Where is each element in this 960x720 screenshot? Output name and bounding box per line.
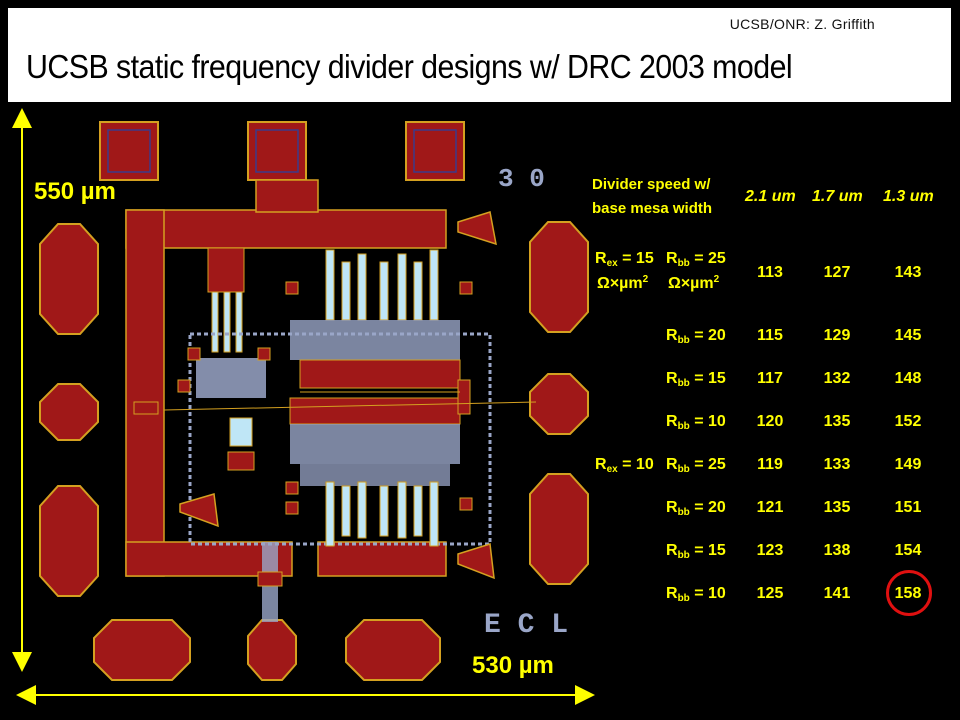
speed-value: 133 [823,456,851,473]
title-bar: UCSB/ONR: Z. Griffith UCSB static freque… [8,8,951,102]
speed-value: 143 [894,264,922,281]
column-header: 1.3 um [883,188,934,205]
speed-value: 135 [823,499,851,516]
rf-probe-structures [179,211,497,580]
rex-unit: Ω×µm2 [597,274,649,292]
highlight-circle [886,570,932,616]
rex-label-10: Rex = 10 [595,456,654,475]
speed-value: 151 [894,499,922,516]
table-header-label-line1: Divider speed w/ [592,176,711,193]
bias-ring [125,179,447,577]
column-header: 2.1 um [745,188,796,205]
width-dimension-label: 530 µm [472,652,554,679]
speed-value: 145 [894,327,922,344]
rbb-label: Rbb = 15 [666,370,726,389]
left-pads [39,223,99,597]
chip-label-ecl: E C L [484,610,568,641]
author-credit: UCSB/ONR: Z. Griffith [729,16,875,32]
bottom-pads [93,619,441,681]
table-header-label-line2: base mesa width [592,200,713,217]
speed-value: 119 [757,456,783,473]
rbb-label: Rbb = 20 [666,327,726,346]
slide-title: UCSB static frequency divider designs w/… [26,48,793,85]
lower-transistor-array [325,481,439,547]
speed-value: 129 [823,327,851,344]
speed-value: 154 [894,542,922,559]
speed-value: 125 [756,585,784,602]
speed-value: 120 [756,413,784,430]
column-header: 1.7 um [812,188,863,205]
top-pads [99,121,465,181]
chip-layout: 3 0 E C L [12,108,595,705]
rbb-label: Rbb = 10 [666,413,726,432]
right-pads [529,221,589,585]
speed-value: 149 [894,456,922,473]
rex-label-15: Rex = 15 [595,250,654,269]
rbb-label: Rbb = 10 [666,585,726,604]
rbb-unit: Ω×µm2 [668,274,720,292]
core-circuit [163,281,537,546]
speed-value: 117 [757,370,783,387]
speed-value: 141 [823,585,851,602]
rbb-label: Rbb = 20 [666,499,726,518]
speed-value: 135 [823,413,851,430]
rbb-label: Rbb = 15 [666,542,726,561]
speed-value: 127 [823,264,851,281]
height-dimension-label: 550 µm [34,178,116,205]
chip-label-30: 3 0 [498,164,545,194]
speed-value: 148 [894,370,922,387]
speed-value-highlighted: 158 [894,585,922,602]
rbb-label: Rbb = 25 [666,250,726,269]
rbb-label: Rbb = 25 [666,456,726,475]
speed-value: 123 [756,542,784,559]
speed-value: 138 [823,542,851,559]
speed-value: 115 [757,327,783,344]
speed-value: 113 [757,264,783,281]
speed-value: 121 [756,499,784,516]
speed-value: 132 [823,370,851,387]
speed-value: 152 [894,413,922,430]
